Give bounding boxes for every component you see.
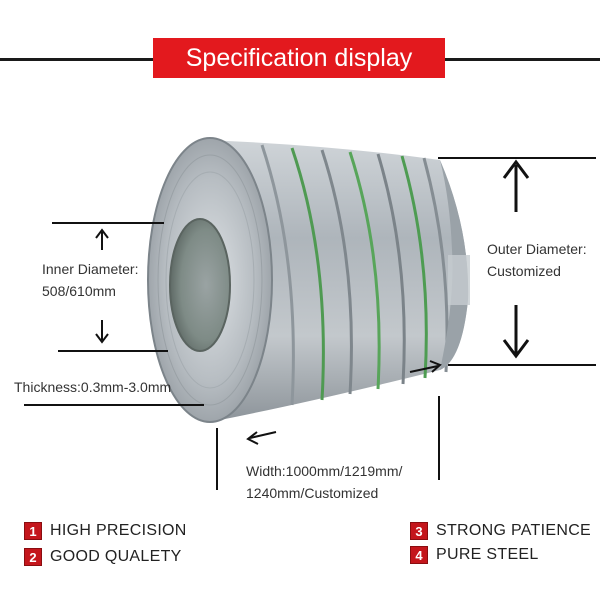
inner-diameter-arrows <box>95 228 109 344</box>
outer-diameter-arrows <box>502 159 530 359</box>
coil-body <box>205 140 469 420</box>
page-title-banner: Specification display <box>153 38 445 78</box>
feature-item-4: 4 PURE STEEL <box>410 546 539 564</box>
inner-diameter-value: 508/610mm <box>42 283 116 299</box>
feature-item-2: 2 GOOD QUALETY <box>24 548 182 566</box>
width-label: Width:1000mm/1219mm/ 1240mm/Customized <box>246 460 402 504</box>
feature-text: GOOD QUALETY <box>50 548 182 565</box>
inner-diameter-bottom-line <box>58 350 168 352</box>
feature-text: HIGH PRECISION <box>50 522 187 539</box>
width-right-line <box>438 396 440 480</box>
feature-item-3: 3 STRONG PATIENCE <box>410 522 591 540</box>
thickness-line <box>24 404 204 406</box>
number-four-icon: 4 <box>410 546 428 564</box>
width-arrows <box>246 360 442 445</box>
outer-diameter-value: Customized <box>487 263 561 279</box>
feature-item-1: 1 HIGH PRECISION <box>24 522 187 540</box>
coil-bands <box>260 144 449 406</box>
outer-diameter-top-line <box>438 157 596 159</box>
number-one-icon: 1 <box>24 522 42 540</box>
feature-text: STRONG PATIENCE <box>436 522 592 539</box>
feature-text: PURE STEEL <box>436 546 539 563</box>
inner-diameter-top-line <box>52 222 164 224</box>
number-two-icon: 2 <box>24 548 42 566</box>
inner-diameter-label: Inner Diameter: 508/610mm <box>42 258 138 302</box>
inner-diameter-title: Inner Diameter: <box>42 261 139 277</box>
width-line-2: 1240mm/Customized <box>246 485 379 501</box>
outer-diameter-title: Outer Diameter: <box>487 241 587 257</box>
width-line-1: Width:1000mm/1219mm/ <box>246 463 403 479</box>
thickness-label: Thickness:0.3mm-3.0mm <box>14 379 172 395</box>
number-three-icon: 3 <box>410 522 428 540</box>
coil-inner-hole <box>169 218 231 352</box>
outer-diameter-bottom-line <box>448 364 596 366</box>
outer-diameter-label: Outer Diameter: Customized <box>487 238 587 282</box>
width-left-line <box>216 428 218 490</box>
